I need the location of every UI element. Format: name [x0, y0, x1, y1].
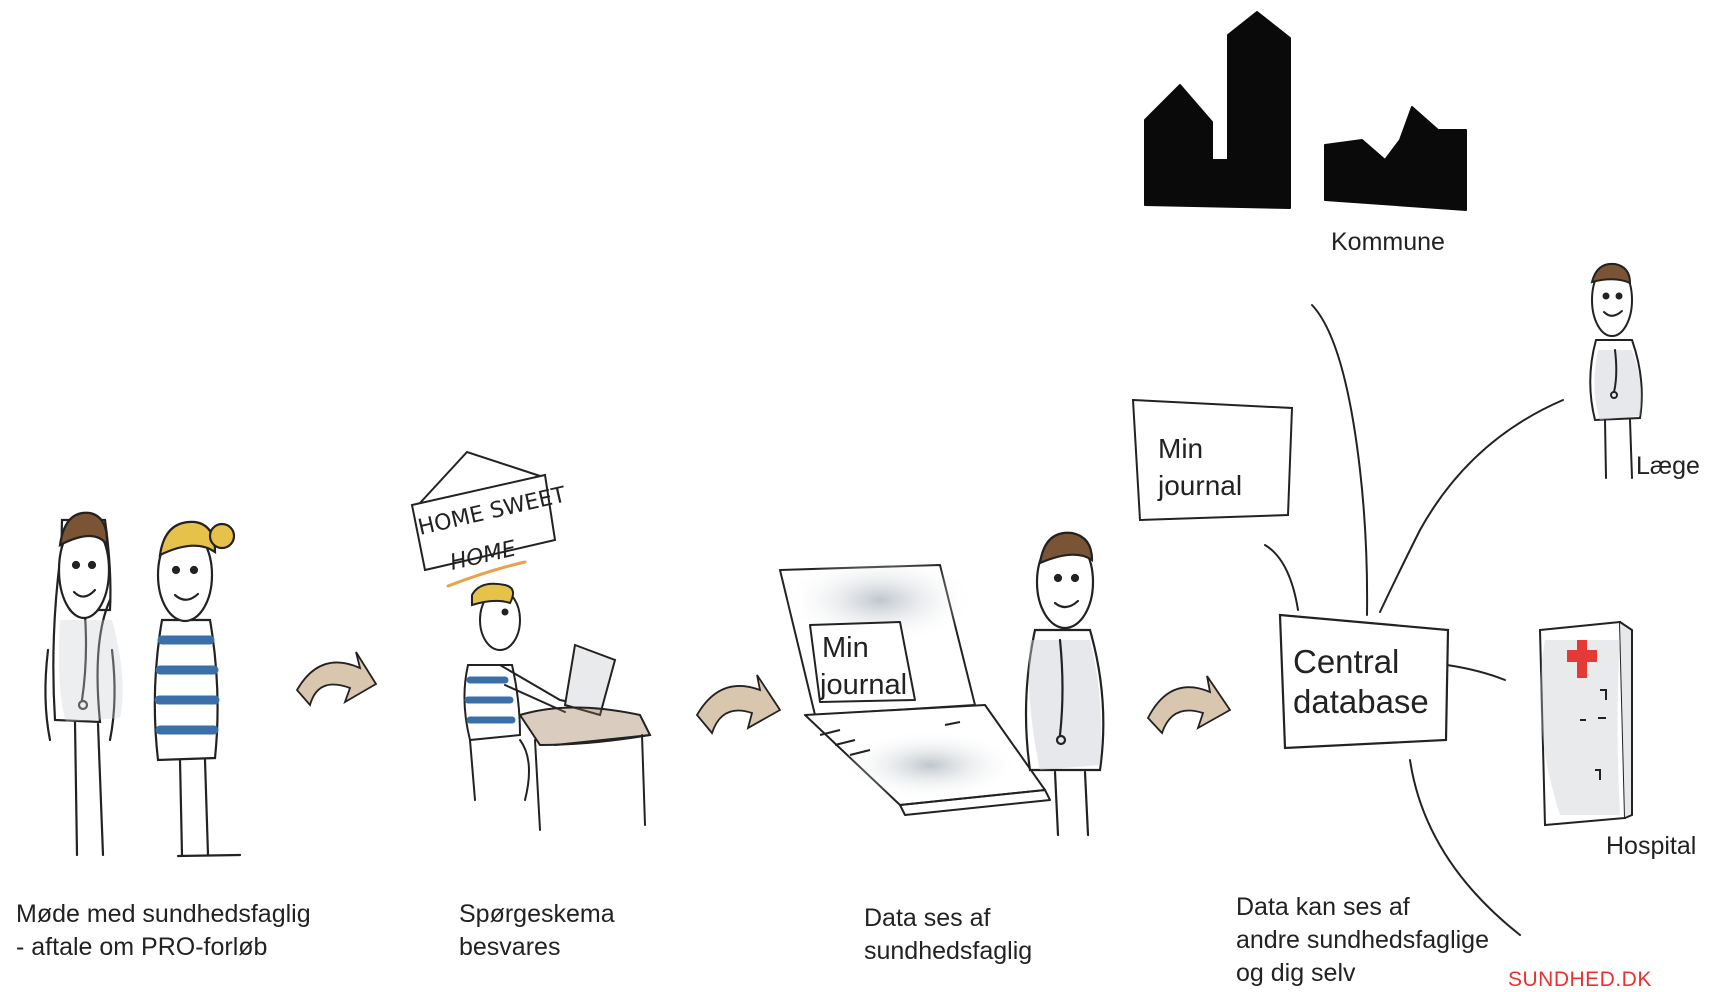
- journal-line2: journal: [1157, 470, 1242, 501]
- laptop-screen-line1: Min: [822, 632, 869, 664]
- step4-caption-line3: og dig selv: [1236, 959, 1356, 987]
- step1-caption-line2: - aftale om PRO-forløb: [16, 933, 268, 961]
- kommune-buildings-icon: [1144, 11, 1467, 211]
- step2-caption-line1: Spørgeskema: [459, 900, 615, 928]
- database-line2: database: [1293, 683, 1429, 720]
- person-patient-icon: [153, 520, 242, 858]
- step4-caption-line2: andre sundhedsfaglige: [1236, 926, 1489, 954]
- connection-lines: [1264, 304, 1564, 936]
- database-line1: Central: [1293, 643, 1399, 680]
- person-doctor-icon: [44, 511, 123, 857]
- database-box: [1278, 613, 1450, 750]
- laege-label: Læge: [1636, 452, 1700, 480]
- step3-caption-line1: Data ses af: [864, 904, 991, 932]
- step3-caption: Data ses af sundhedsfaglig: [864, 902, 1032, 968]
- min-journal-box: [1131, 398, 1294, 522]
- step4-caption: Data kan ses af andre sundhedsfaglige og…: [1236, 891, 1489, 990]
- step1-caption-line1: Møde med sundhedsfaglig: [16, 900, 311, 928]
- laptop-icon: [779, 555, 1051, 816]
- step3-caption-line2: sundhedsfaglig: [864, 937, 1033, 965]
- step4-caption-line1: Data kan ses af: [1236, 893, 1410, 921]
- kommune-label: Kommune: [1331, 228, 1445, 256]
- arrow-icon: [295, 651, 378, 707]
- hospital-building-icon: [1538, 620, 1633, 827]
- laptop-screen-line2: journal: [819, 669, 907, 701]
- arrow-icon: [695, 674, 782, 735]
- brand-logo: SUNDHED.DK: [1508, 968, 1652, 991]
- person-doctor-icon: [1024, 531, 1105, 837]
- arrow-icon: [1146, 675, 1232, 735]
- home-sign-icon: [410, 450, 557, 588]
- step2-caption: Spørgeskema besvares: [459, 898, 615, 964]
- person-at-laptop-icon: [463, 582, 652, 831]
- step2-caption-line2: besvares: [459, 933, 561, 961]
- step1-caption: Møde med sundhedsfaglig - aftale om PRO-…: [16, 898, 311, 964]
- person-laege-icon: [1589, 262, 1643, 479]
- hospital-label: Hospital: [1606, 832, 1697, 860]
- journal-line1: Min: [1158, 433, 1203, 464]
